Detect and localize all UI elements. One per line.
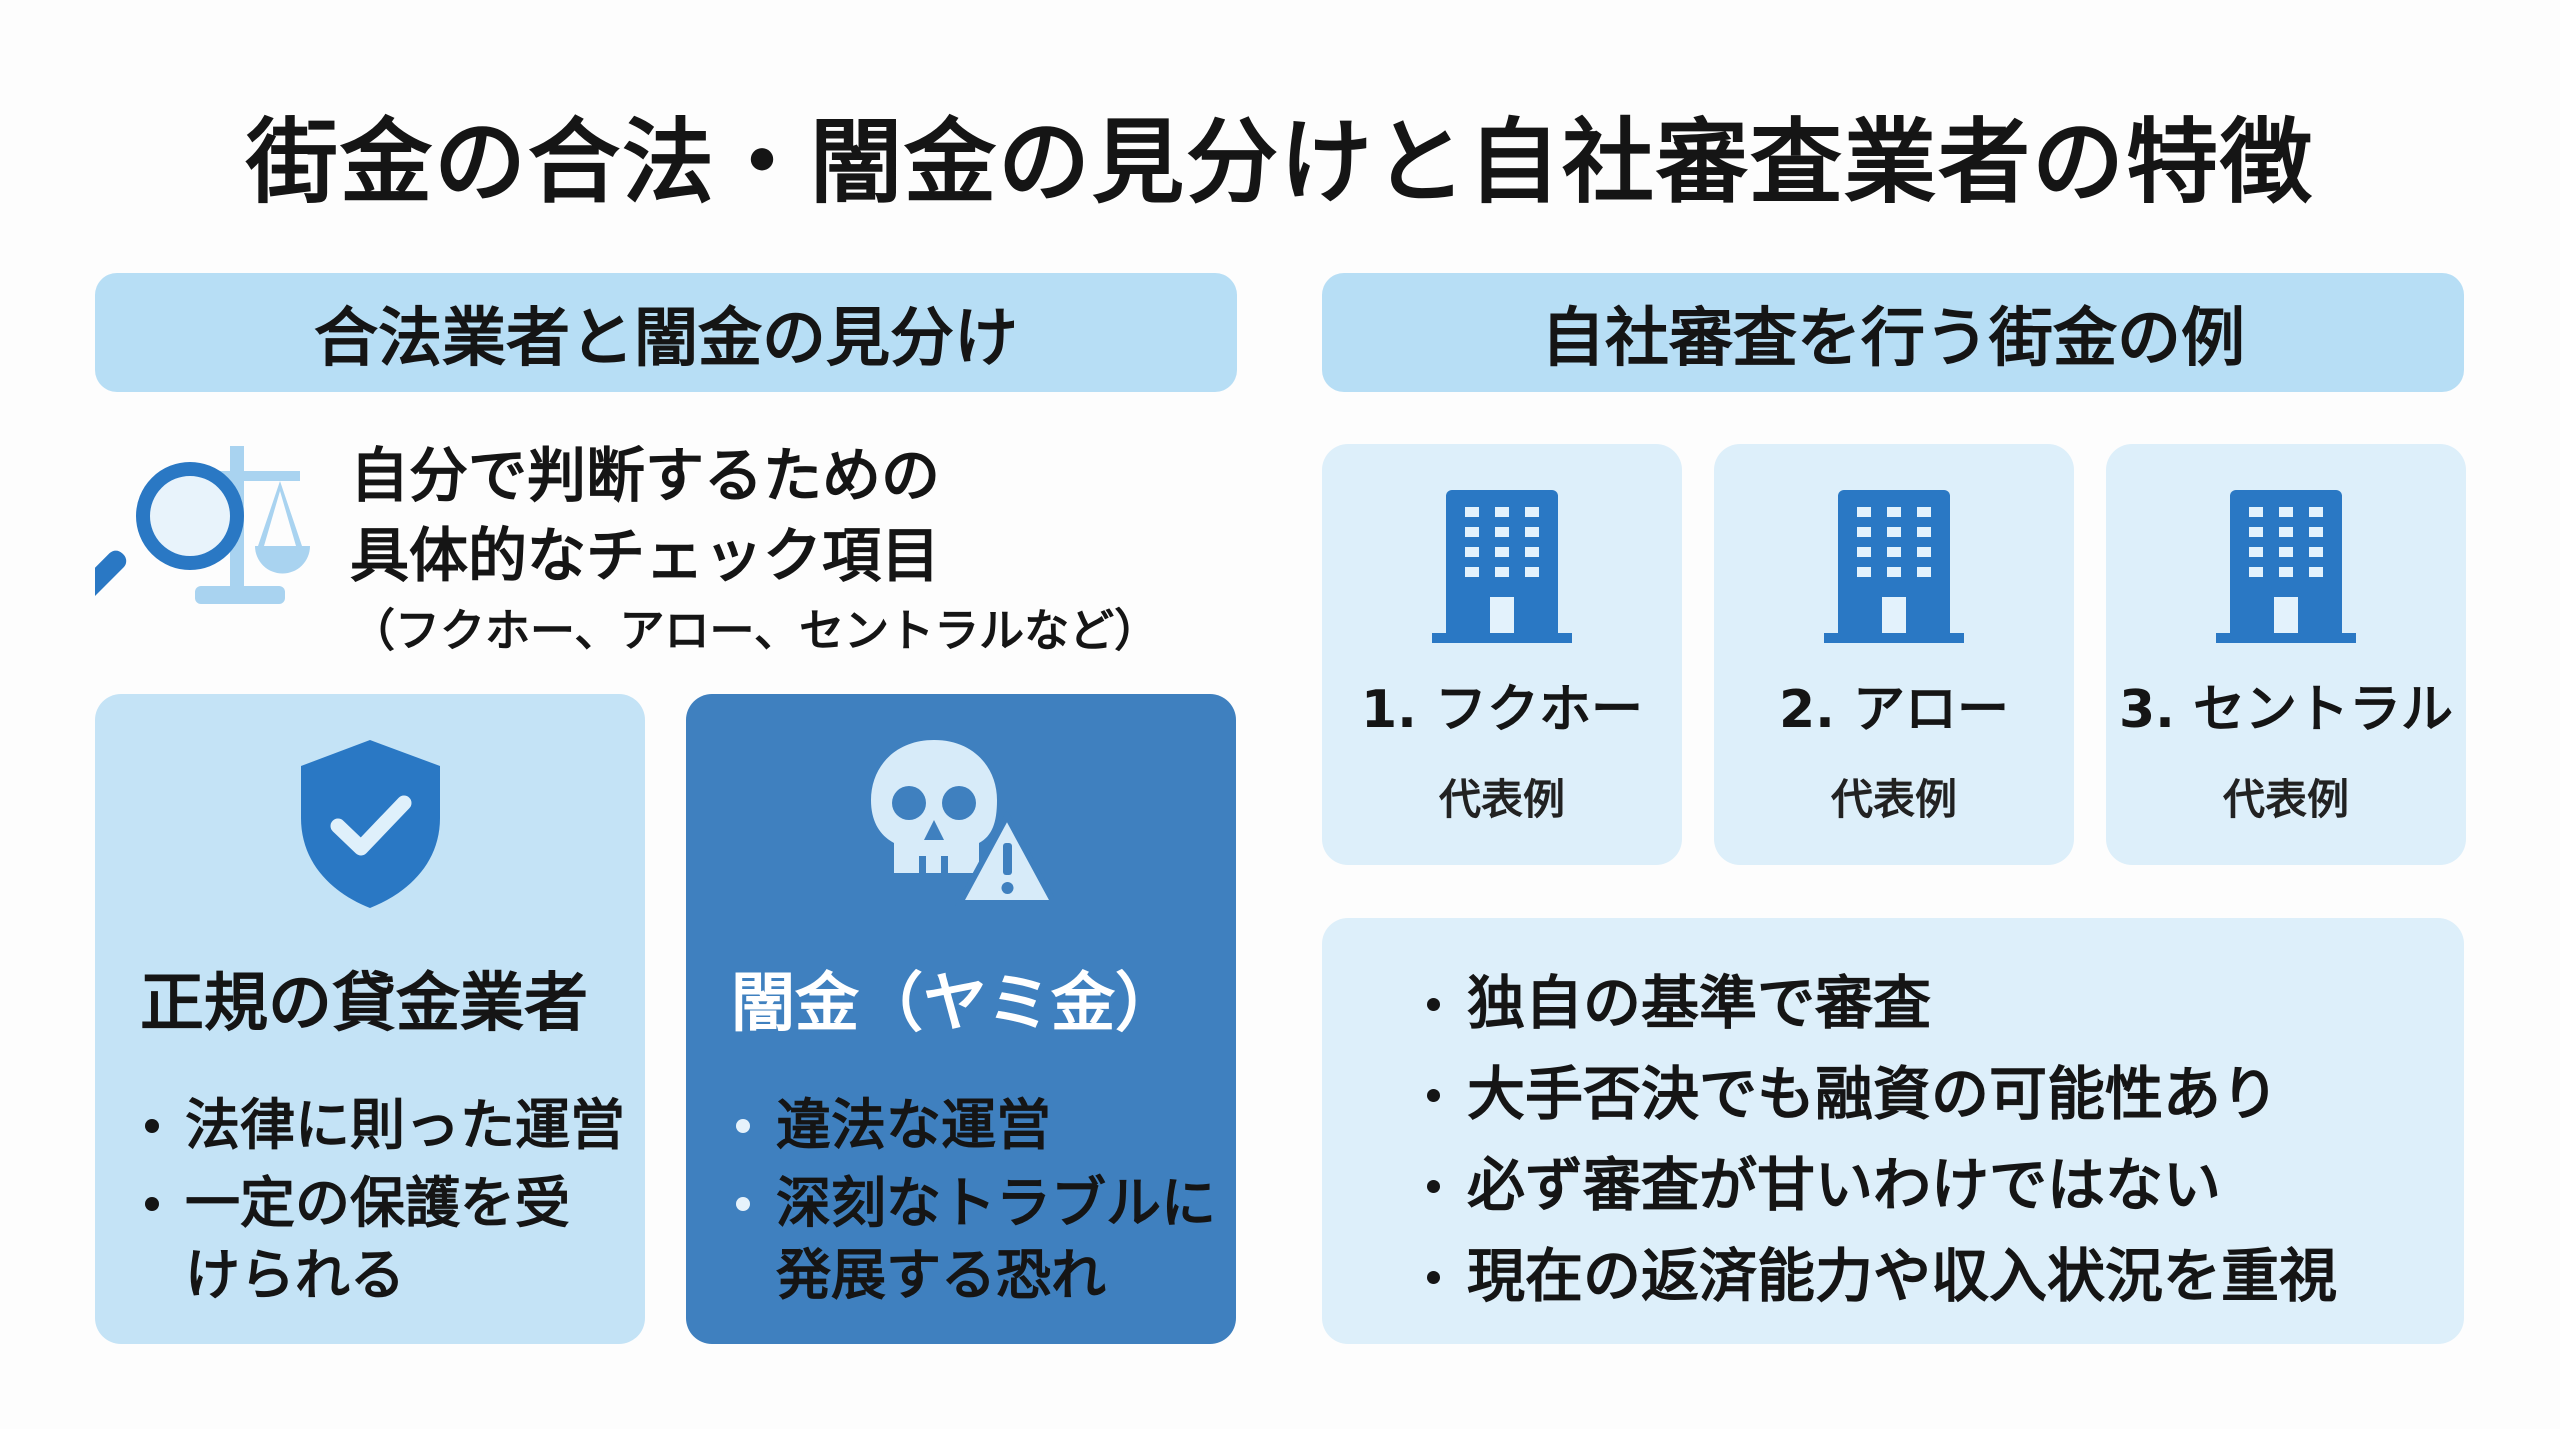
company-name: 1. フクホー xyxy=(1360,680,1644,740)
illegal-lender-card: 闇金（ヤミ金） 違法な運営 深刻なトラブルに発展する恐れ xyxy=(686,694,1236,1344)
illegal-item: 違法な運営 xyxy=(731,1089,1231,1161)
left-section-header: 合法業者と闇金の見分け xyxy=(95,273,1237,392)
building-icon xyxy=(1824,490,1964,643)
building-icon xyxy=(1432,490,1572,643)
shield-check-icon xyxy=(300,740,440,908)
company-label: 代表例 xyxy=(1830,775,1957,824)
right-section-header: 自社審査を行う街金の例 xyxy=(1322,273,2464,392)
company-name: 2. アロー xyxy=(1778,680,2010,740)
skull-warning-icon xyxy=(870,740,1054,906)
company-card: 2. アロー 代表例 xyxy=(1714,444,2074,865)
illegal-card-title: 闇金（ヤミ金） xyxy=(731,967,1179,1041)
company-label: 代表例 xyxy=(2222,775,2349,824)
building-icon xyxy=(2216,490,2356,643)
company-label: 代表例 xyxy=(1438,775,1565,824)
company-name: 3. セントラル xyxy=(2118,680,2454,740)
intro-sub: （フクホー、アロー、セントラルなど） xyxy=(350,604,1160,657)
intro-line-1: 自分で判断するための xyxy=(350,441,941,510)
legal-card-title: 正規の貸金業者 xyxy=(140,967,588,1041)
company-card: 1. フクホー 代表例 xyxy=(1322,444,1682,865)
feature-item: 現在の返済能力や収入状況を重視 xyxy=(1422,1231,2337,1322)
feature-item: 必ず審査が甘いわけではない xyxy=(1422,1140,2337,1231)
features-box: 独自の基準で審査 大手否決でも融資の可能性あり 必ず審査が甘いわけではない 現在… xyxy=(1322,918,2464,1344)
intro-line-2: 具体的なチェック項目 xyxy=(350,521,941,590)
magnifier-scale-icon xyxy=(95,446,310,604)
illegal-item: 深刻なトラブルに発展する恐れ xyxy=(731,1167,1231,1311)
legal-item: 法律に則った運営 xyxy=(140,1089,625,1161)
page-title: 街金の合法・闇金の見分けと自社審査業者の特徴 xyxy=(245,109,2314,216)
intro-text: 自分で判断するための 具体的なチェック項目 （フクホー、アロー、セントラルなど） xyxy=(350,436,1159,666)
legal-lender-card: 正規の貸金業者 法律に則った運営 一定の保護を受けられる xyxy=(95,694,645,1344)
legal-item: 一定の保護を受けられる xyxy=(140,1167,570,1311)
feature-item: 独自の基準で審査 xyxy=(1422,958,2337,1049)
company-card: 3. セントラル 代表例 xyxy=(2106,444,2466,865)
feature-item: 大手否決でも融資の可能性あり xyxy=(1422,1049,2337,1140)
